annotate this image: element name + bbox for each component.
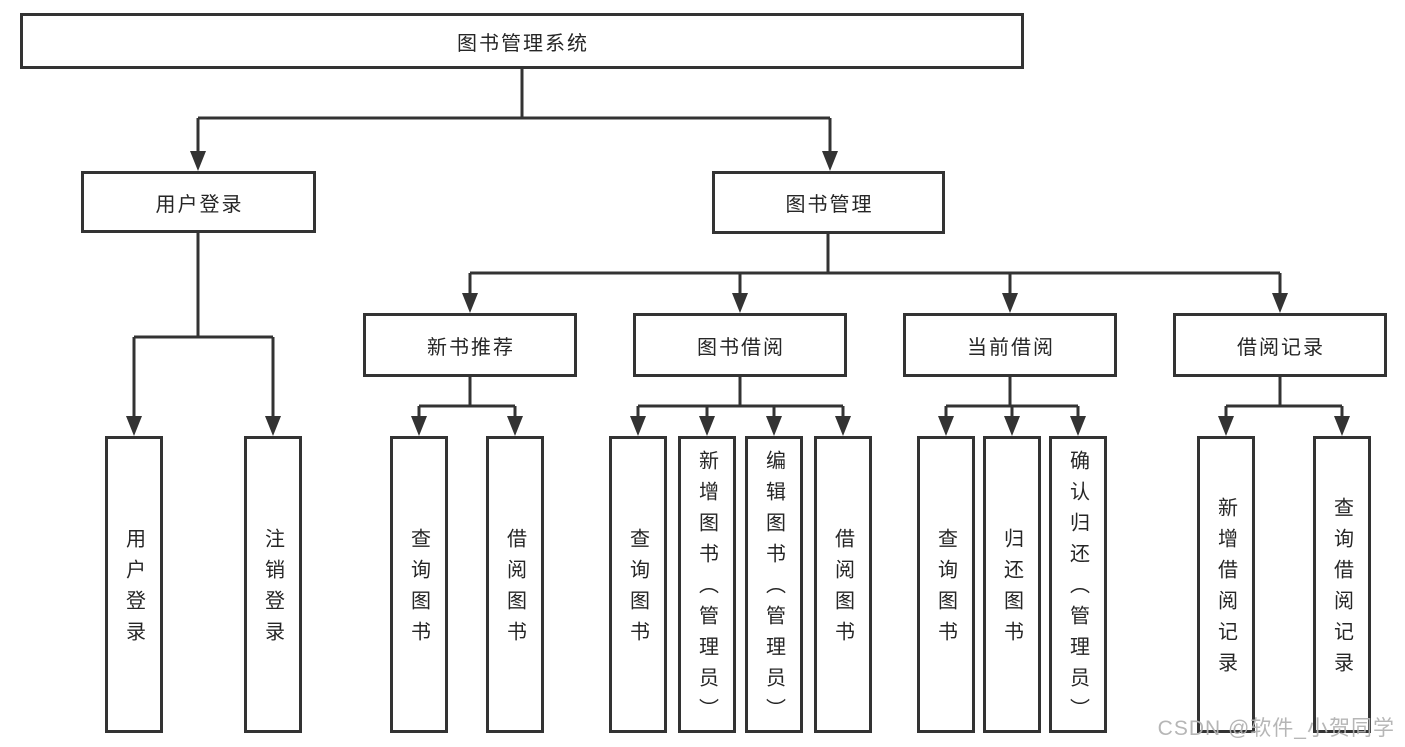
- leaf-return-books-label: 归还图书: [1000, 527, 1023, 652]
- connector-new-book-branch: [411, 377, 523, 436]
- node-borrowing-records: 借阅记录: [1173, 313, 1387, 377]
- leaf-query-borrow-record-label: 查询借阅记录: [1330, 496, 1353, 683]
- leaf-add-borrow-record-label: 新增借阅记录: [1214, 496, 1237, 683]
- leaf-query-books-1-label: 查询图书: [407, 527, 430, 652]
- connector-borrow-records-branch: [1218, 377, 1350, 436]
- leaf-logout-label: 注销登录: [261, 527, 284, 652]
- connector-current-borrow-branch: [938, 377, 1086, 436]
- node-borrowing-records-label: 借阅记录: [1237, 336, 1325, 359]
- node-current-borrowing: 当前借阅: [903, 313, 1117, 377]
- leaf-user-login-label: 用户登录: [122, 527, 145, 652]
- node-book-management: 图书管理: [712, 171, 945, 234]
- node-root: 图书管理系统: [20, 13, 1024, 69]
- leaf-confirm-return-admin-label: 确认归还（管理员）: [1066, 450, 1089, 729]
- connector-book-borrow-branch: [630, 377, 851, 436]
- leaf-query-books-3-label: 查询图书: [934, 527, 957, 652]
- node-new-book-recommendation-label: 新书推荐: [427, 336, 515, 359]
- leaf-borrow-books-2: 借阅图书: [814, 436, 872, 733]
- node-book-management-label: 图书管理: [785, 194, 874, 216]
- leaf-query-books-2-label: 查询图书: [626, 527, 649, 652]
- leaf-add-books-admin: 新增图书（管理员）: [678, 436, 736, 733]
- node-book-borrowing: 图书借阅: [633, 313, 847, 377]
- leaf-edit-books-admin: 编辑图书（管理员）: [745, 436, 803, 733]
- connector-root-to-level2: [190, 69, 838, 171]
- node-current-borrowing-label: 当前借阅: [967, 336, 1055, 359]
- leaf-borrow-books-1: 借阅图书: [486, 436, 544, 733]
- node-new-book-recommendation: 新书推荐: [363, 313, 577, 377]
- leaf-query-books-3: 查询图书: [917, 436, 975, 733]
- leaf-borrow-books-1-label: 借阅图书: [503, 527, 526, 652]
- leaf-borrow-books-2-label: 借阅图书: [831, 527, 854, 652]
- connector-book-management-branch: [462, 234, 1288, 313]
- leaf-add-books-admin-label: 新增图书（管理员）: [695, 450, 718, 729]
- leaf-logout: 注销登录: [244, 436, 302, 733]
- leaf-return-books: 归还图书: [983, 436, 1041, 733]
- node-user-login-label: 用户登录: [155, 193, 244, 216]
- node-root-label: 图书管理系统: [457, 32, 589, 55]
- csdn-watermark: CSDN @软件_小贺同学: [1157, 717, 1395, 740]
- leaf-confirm-return-admin: 确认归还（管理员）: [1049, 436, 1107, 733]
- leaf-user-login: 用户登录: [105, 436, 163, 733]
- leaf-query-books-1: 查询图书: [390, 436, 448, 733]
- connector-user-login-branch: [126, 233, 281, 436]
- leaf-add-borrow-record: 新增借阅记录: [1197, 436, 1255, 733]
- leaf-query-borrow-record: 查询借阅记录: [1313, 436, 1371, 733]
- leaf-query-books-2: 查询图书: [609, 436, 667, 733]
- leaf-edit-books-admin-label: 编辑图书（管理员）: [762, 450, 785, 729]
- node-book-borrowing-label: 图书借阅: [697, 336, 785, 359]
- node-user-login: 用户登录: [81, 171, 316, 233]
